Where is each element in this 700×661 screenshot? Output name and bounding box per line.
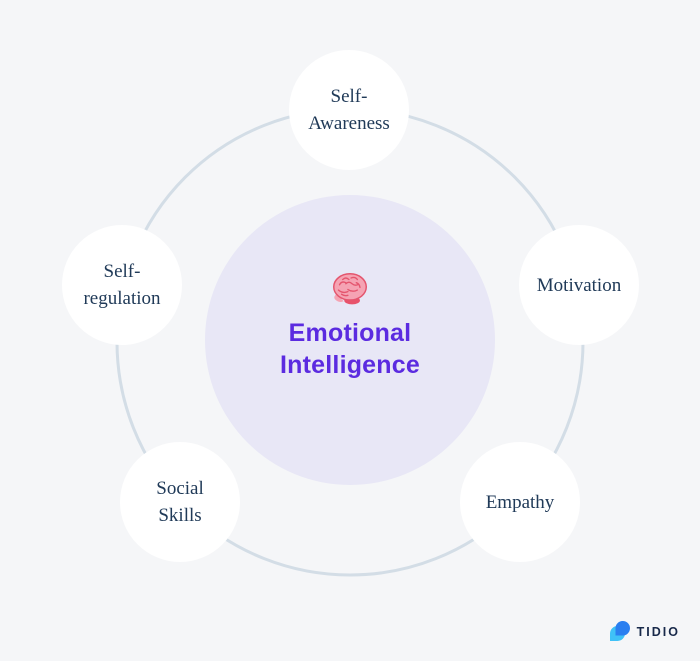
center-title-line1: Emotional [288,319,412,347]
node-self-awareness: Self- Awareness [289,50,409,170]
tidio-logo-text: TIDIO [636,624,680,639]
node-empathy: Empathy [460,442,580,562]
node-label-line: regulation [83,288,161,309]
node-label-line: Self- [103,261,141,282]
center-title-line2: Intelligence [280,351,420,379]
center-content: Emotional Intelligence [280,271,420,381]
tidio-logo-icon [609,621,630,641]
brain-icon [332,273,368,305]
tidio-logo: TIDIO [609,621,680,642]
node-label-line: Social [156,478,204,499]
node-label-line: Skills [158,505,202,526]
node-label-line: Motivation [536,274,622,296]
node-label-line: Awareness [308,113,390,134]
node-label-line: Empathy [485,491,555,513]
node-social-skills: Social Skills [120,442,240,562]
center-title: Emotional Intelligence [280,317,420,381]
center-circle: Emotional Intelligence [205,195,495,485]
node-label-line: Self- [330,86,368,107]
node-self-regulation: Self- regulation [62,225,182,345]
node-motivation: Motivation [519,225,639,345]
